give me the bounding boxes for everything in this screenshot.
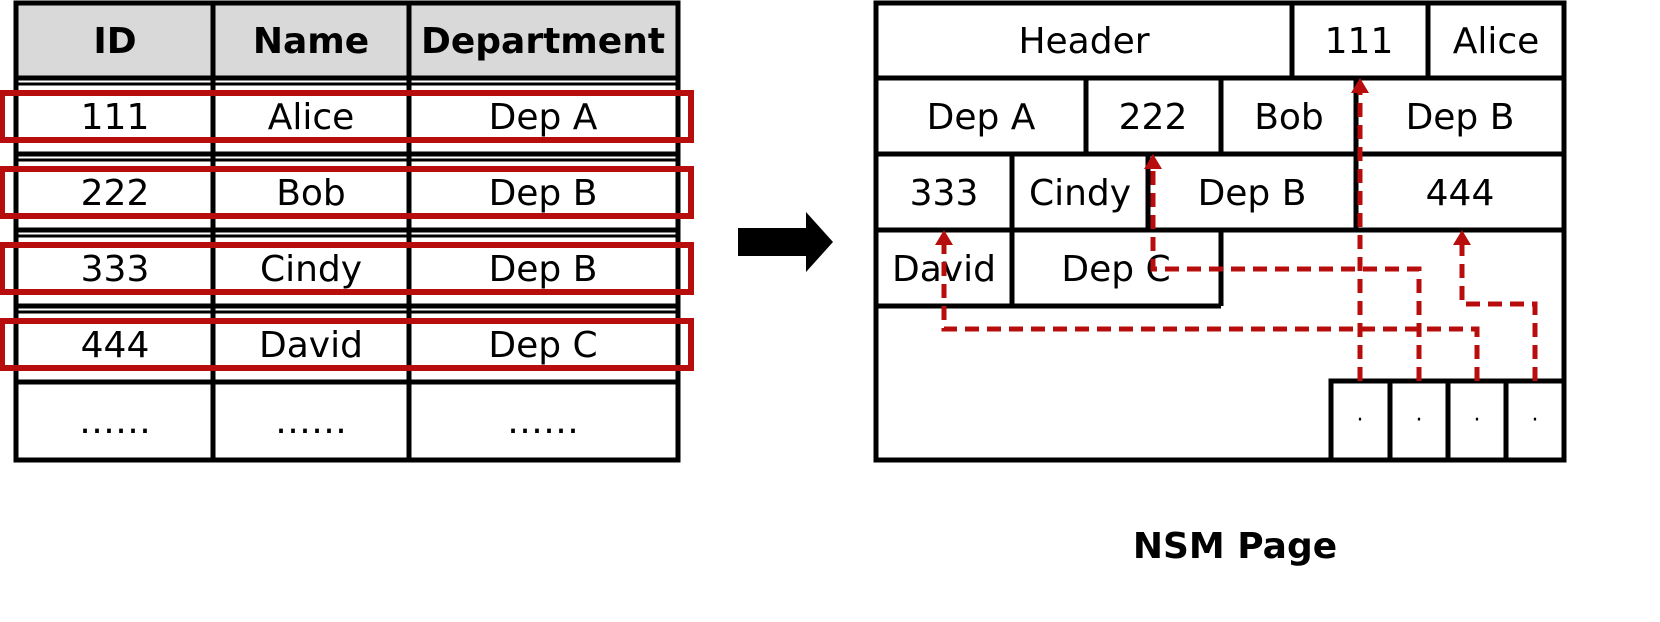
table-cell-id: 111 xyxy=(81,97,150,138)
slot-entry: · xyxy=(1357,408,1364,433)
page-cell-id: 333 xyxy=(910,173,979,214)
column-header-id: ID xyxy=(93,21,136,62)
table-cell-name: Bob xyxy=(276,173,346,214)
slot-entry: · xyxy=(1416,408,1423,433)
table-cell-id: 333 xyxy=(81,249,150,290)
page-cell-department: Dep B xyxy=(1198,173,1307,214)
table-cell-ellipsis: …… xyxy=(275,401,347,442)
table-cell-department: Dep C xyxy=(488,325,597,366)
page-cell-name: Cindy xyxy=(1029,173,1131,214)
row-highlight-box xyxy=(0,90,694,143)
slot-pointer xyxy=(1459,244,1538,381)
table-cell-department: Dep B xyxy=(489,249,598,290)
table-cell-ellipsis: …… xyxy=(507,401,579,442)
pointer-arrowhead-icon xyxy=(1351,78,1369,93)
relational-table: ID Name Department 111 Alice Dep A 222 B… xyxy=(0,0,694,463)
slot-entry: · xyxy=(1474,408,1481,433)
right-arrow-icon xyxy=(738,212,833,272)
page-cell-name: Alice xyxy=(1453,21,1540,62)
table-cell-id: 222 xyxy=(81,173,150,214)
row-highlight-box xyxy=(0,242,694,295)
table-cell-name: David xyxy=(259,325,363,366)
pointer-arrowhead-icon xyxy=(935,230,953,245)
row-highlight-box xyxy=(0,166,694,219)
table-header-row xyxy=(16,3,678,78)
page-cell-department: Dep A xyxy=(927,97,1036,138)
page-cell-department: Dep B xyxy=(1406,97,1515,138)
page-cell-id: 111 xyxy=(1325,21,1394,62)
column-header-name: Name xyxy=(253,21,369,62)
table-cell-name: Cindy xyxy=(260,249,362,290)
row-highlight-box xyxy=(0,318,694,371)
slot-pointer xyxy=(1150,168,1422,381)
page-header-label: Header xyxy=(1018,21,1149,62)
slot-pointer xyxy=(941,244,1480,381)
page-cell-id: 222 xyxy=(1119,97,1188,138)
pointer-arrowhead-icon xyxy=(1144,154,1162,169)
page-cell-id: 444 xyxy=(1426,173,1495,214)
table-cell-department: Dep A xyxy=(489,97,598,138)
table-cell-name: Alice xyxy=(268,97,355,138)
pointer-arrowhead-icon xyxy=(1453,230,1471,245)
table-cell-id: 444 xyxy=(81,325,150,366)
page-caption: NSM Page xyxy=(1133,526,1337,567)
nsm-page: Header 111 Alice Dep A 222 Bob Dep B 333… xyxy=(873,0,1567,463)
page-cell-name: Bob xyxy=(1254,97,1324,138)
table-cell-department: Dep B xyxy=(489,173,598,214)
slot-entry: · xyxy=(1532,408,1539,433)
column-header-department: Department xyxy=(421,21,665,62)
table-cell-ellipsis: …… xyxy=(79,401,151,442)
